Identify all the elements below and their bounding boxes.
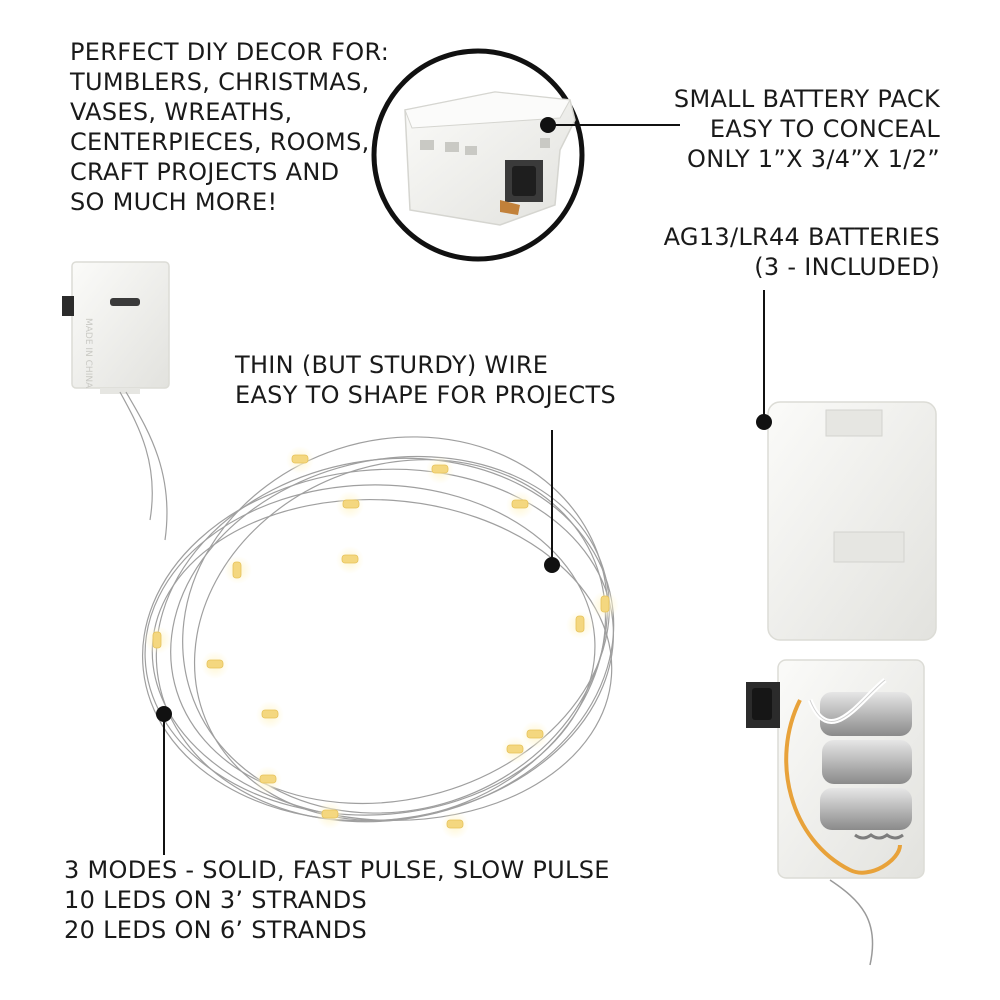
callout-line: (3 - INCLUDED) (754, 253, 940, 281)
fairy-light-wire-coil (119, 391, 615, 823)
callout-line: TUMBLERS, CHRISTMAS, (70, 68, 370, 96)
callout-lines (156, 117, 772, 855)
led-lights (144, 446, 619, 839)
batteries-callout: AG13/LR44 BATTERIES (3 - INCLUDED) (664, 222, 940, 282)
left-battery-box: MADE IN CHINA (62, 261, 170, 394)
callout-line: CENTERPIECES, ROOMS, (70, 128, 370, 156)
decor-uses-callout: PERFECT DIY DECOR FOR: TUMBLERS, CHRISTM… (70, 37, 389, 217)
callout-line: CRAFT PROJECTS AND (70, 158, 340, 186)
callout-line: EASY TO SHAPE FOR PROJECTS (235, 381, 616, 409)
callout-line: SO MUCH MORE! (70, 188, 278, 216)
switch-button-icon (512, 166, 536, 196)
modes-callout: 3 MODES - SOLID, FAST PULSE, SLOW PULSE … (64, 855, 610, 945)
callout-line: ONLY 1”X 3/4”X 1/2” (687, 145, 940, 173)
callout-line: THIN (BUT STURDY) WIRE (235, 351, 549, 379)
coin-battery (820, 692, 912, 736)
callout-line: 3 MODES - SOLID, FAST PULSE, SLOW PULSE (64, 856, 610, 884)
battery-pack-callout: SMALL BATTERY PACK EASY TO CONCEAL ONLY … (674, 84, 940, 174)
svg-text:MADE IN CHINA: MADE IN CHINA (83, 318, 93, 389)
callout-line: 10 LEDS ON 3’ STRANDS (64, 886, 368, 914)
callout-line: AG13/LR44 BATTERIES (663, 223, 940, 251)
callout-line: VASES, WREATHS, (70, 98, 293, 126)
callout-line: 20 LEDS ON 6’ STRANDS (64, 916, 368, 944)
callout-line: PERFECT DIY DECOR FOR: (70, 38, 390, 66)
callout-line: SMALL BATTERY PACK (673, 85, 940, 113)
wire-callout: THIN (BUT STURDY) WIRE EASY TO SHAPE FOR… (235, 350, 616, 410)
open-battery-case (746, 401, 937, 966)
battery-pack-closeup (371, 48, 585, 262)
coin-battery (822, 740, 912, 784)
callout-line: EASY TO CONCEAL (709, 115, 940, 143)
coin-battery (820, 788, 912, 830)
